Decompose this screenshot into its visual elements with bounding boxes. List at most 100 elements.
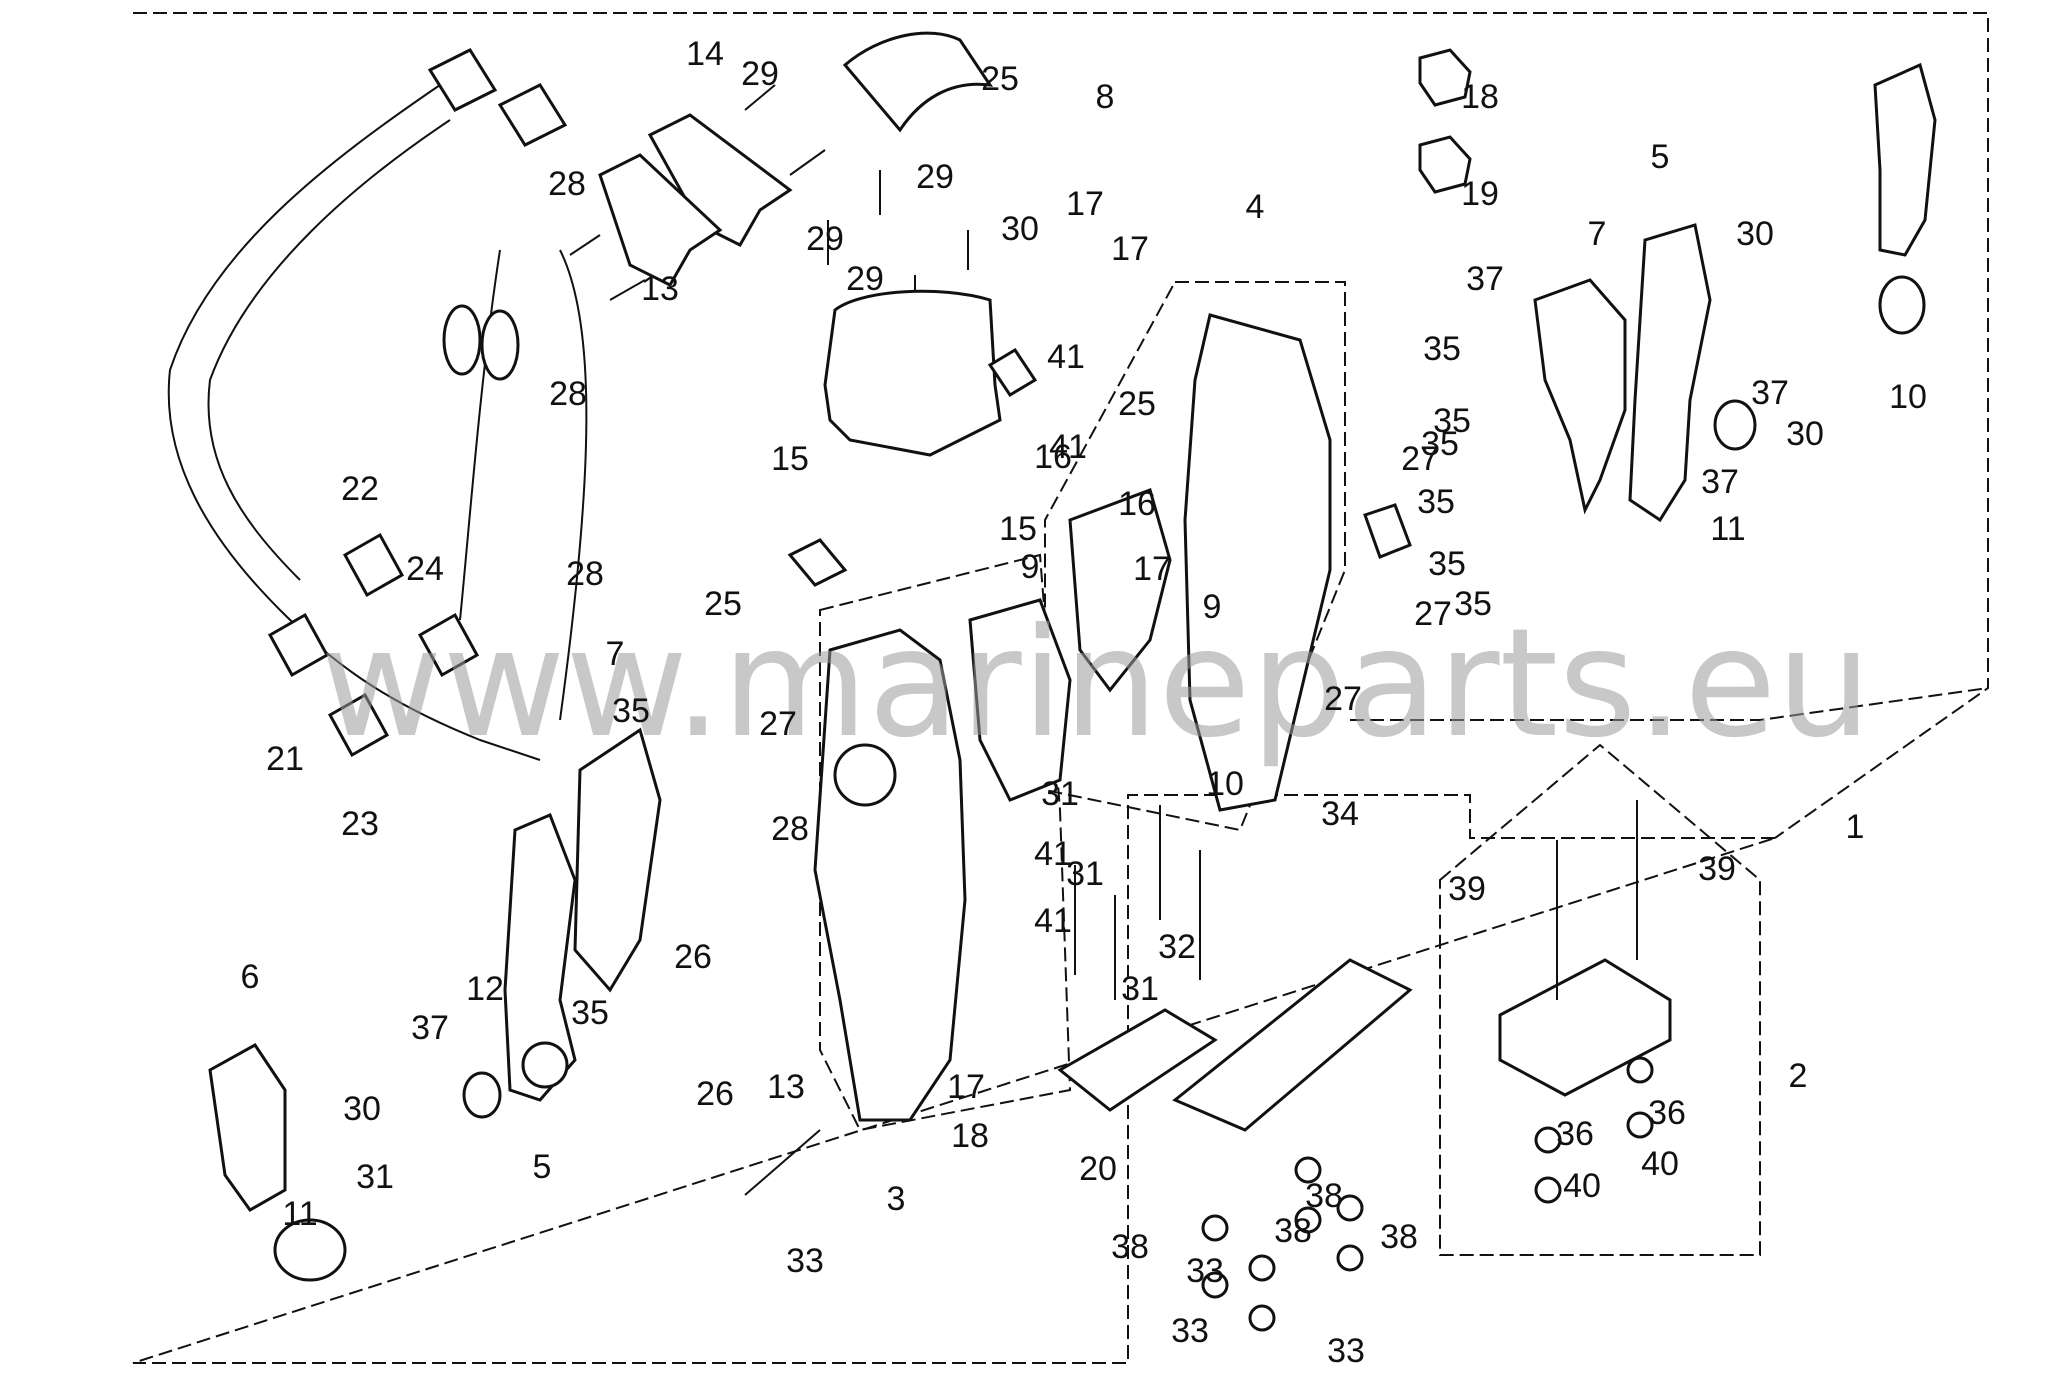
callout-5: 5 bbox=[1651, 138, 1670, 176]
callout-37: 37 bbox=[1751, 374, 1789, 412]
callout-17: 17 bbox=[1133, 550, 1171, 588]
cover-24 bbox=[842, 31, 994, 133]
callout-28: 28 bbox=[548, 165, 586, 203]
callout-19: 19 bbox=[1461, 175, 1499, 213]
callout-34: 34 bbox=[1321, 795, 1359, 833]
callout-37: 37 bbox=[411, 1009, 449, 1047]
callout-41: 41 bbox=[1034, 902, 1072, 940]
callout-6: 6 bbox=[241, 958, 260, 996]
callout-28: 28 bbox=[549, 375, 587, 413]
callout-38: 38 bbox=[1305, 1177, 1343, 1215]
callout-26: 26 bbox=[674, 938, 712, 976]
callout-30: 30 bbox=[1786, 415, 1824, 453]
callout-17: 17 bbox=[1111, 230, 1149, 268]
callout-1: 1 bbox=[1846, 808, 1865, 846]
unit-16 bbox=[968, 598, 1072, 802]
callout-27: 27 bbox=[1324, 680, 1362, 718]
callout-39: 39 bbox=[1698, 850, 1736, 888]
base-block bbox=[1498, 958, 1672, 1097]
callout-11: 11 bbox=[1710, 510, 1745, 548]
callout-15: 15 bbox=[771, 440, 809, 478]
callout-20: 20 bbox=[1079, 1150, 1117, 1188]
cap-10-right bbox=[1878, 275, 1926, 335]
callout-25: 25 bbox=[704, 585, 742, 623]
nuts-33-38 bbox=[1201, 1156, 1364, 1332]
washer-11-right bbox=[1713, 399, 1757, 451]
callout-18: 18 bbox=[951, 1117, 989, 1155]
callout-11: 11 bbox=[282, 1195, 317, 1233]
callout-25: 25 bbox=[981, 60, 1019, 98]
gasket-16 bbox=[1068, 488, 1172, 693]
callout-24: 24 bbox=[406, 550, 444, 588]
callout-22: 22 bbox=[341, 470, 379, 508]
callout-12: 12 bbox=[466, 970, 504, 1008]
callout-26: 26 bbox=[696, 1075, 734, 1113]
callout-30: 30 bbox=[1001, 210, 1039, 248]
callout-8: 8 bbox=[1096, 78, 1115, 116]
callout-9: 9 bbox=[1021, 548, 1040, 586]
callout-28: 28 bbox=[566, 555, 604, 593]
callout-35: 35 bbox=[1417, 483, 1455, 521]
lever-5-left bbox=[503, 813, 577, 1102]
plate-19 bbox=[1057, 1008, 1218, 1112]
assembly-1-outline bbox=[1350, 687, 1989, 721]
callout-23: 23 bbox=[341, 805, 379, 843]
cap-14 bbox=[823, 289, 1002, 457]
callout-37: 37 bbox=[1701, 463, 1739, 501]
callout-21: 21 bbox=[266, 740, 304, 778]
callout-5: 5 bbox=[533, 1148, 552, 1186]
callout-29: 29 bbox=[806, 220, 844, 258]
callout-13: 13 bbox=[767, 1068, 805, 1106]
callout-35: 35 bbox=[571, 994, 609, 1032]
callout-29: 29 bbox=[916, 158, 954, 196]
plug-18-bottom bbox=[1418, 135, 1472, 194]
bracket-13 bbox=[598, 113, 793, 287]
callout-17: 17 bbox=[1066, 185, 1104, 223]
nut-36-a bbox=[1534, 1126, 1562, 1154]
nut-36-b bbox=[1626, 1056, 1654, 1084]
housing-4 bbox=[1183, 313, 1332, 812]
callout-35: 35 bbox=[1421, 425, 1459, 463]
shaft-boss bbox=[833, 743, 897, 807]
plug-18-top bbox=[1418, 48, 1472, 107]
bolts-31 bbox=[1074, 805, 1201, 1000]
callout-10: 10 bbox=[1889, 378, 1927, 416]
callout-16: 16 bbox=[1034, 438, 1072, 476]
callout-31: 31 bbox=[1121, 970, 1159, 1008]
callout-18: 18 bbox=[1461, 78, 1499, 116]
nut-40-a bbox=[1534, 1176, 1562, 1204]
grommet-15-b bbox=[787, 538, 848, 587]
knob-6 bbox=[208, 1043, 287, 1212]
callout-15: 15 bbox=[999, 510, 1037, 548]
callout-3: 3 bbox=[887, 1180, 906, 1218]
housing-group-frame bbox=[1044, 281, 1346, 832]
callout-33: 33 bbox=[1186, 1252, 1224, 1290]
bolt-32 bbox=[744, 1129, 821, 1196]
arm-7-left bbox=[573, 727, 662, 993]
callout-29: 29 bbox=[741, 55, 779, 93]
nut-40-b bbox=[1626, 1111, 1654, 1139]
callout-27: 27 bbox=[759, 705, 797, 743]
cap-10-left bbox=[273, 1218, 347, 1282]
gasket-plate bbox=[1172, 958, 1413, 1132]
callout-28: 28 bbox=[771, 810, 809, 848]
callout-9: 9 bbox=[1203, 588, 1222, 626]
callout-38: 38 bbox=[1274, 1212, 1312, 1250]
lever-5-hub bbox=[521, 1041, 569, 1089]
callout-35: 35 bbox=[1433, 402, 1471, 440]
callout-35: 35 bbox=[1423, 330, 1461, 368]
callout-14: 14 bbox=[686, 35, 724, 73]
callout-35: 35 bbox=[612, 692, 650, 730]
callout-33: 33 bbox=[1327, 1332, 1365, 1370]
lever-5-right bbox=[1628, 223, 1712, 523]
callout-32: 32 bbox=[1158, 928, 1196, 966]
callout-10: 10 bbox=[1206, 765, 1244, 803]
callout-36: 36 bbox=[1556, 1115, 1594, 1153]
callout-17: 17 bbox=[947, 1068, 985, 1106]
callout-7: 7 bbox=[606, 635, 625, 673]
callout-27: 27 bbox=[1401, 440, 1439, 478]
callout-41: 41 bbox=[1049, 428, 1087, 466]
wire-harness bbox=[167, 48, 588, 761]
callout-35: 35 bbox=[1454, 585, 1492, 623]
